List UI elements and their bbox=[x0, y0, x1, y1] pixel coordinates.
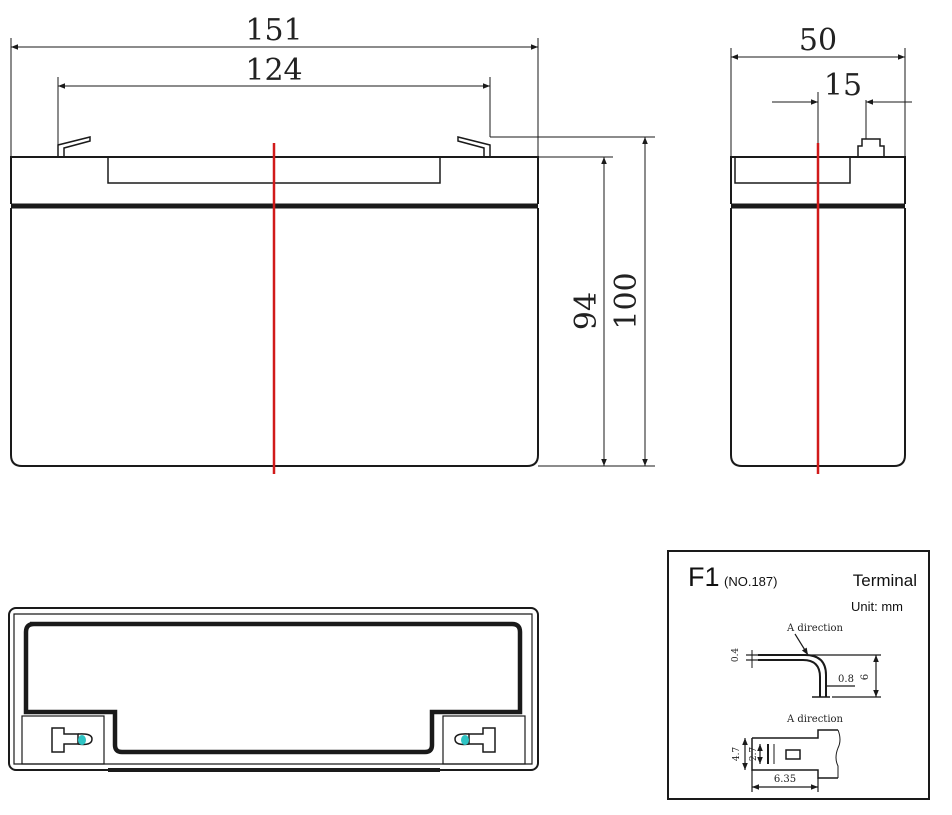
side-lid-step bbox=[734, 157, 851, 184]
front-dimensions bbox=[10, 38, 655, 467]
top-inner-outline bbox=[13, 613, 533, 765]
terminal-code: F1 bbox=[688, 562, 720, 592]
top-terminal-left-frame bbox=[21, 715, 105, 765]
top-terminal-right-frame bbox=[442, 715, 526, 765]
terminal-title: Terminal bbox=[853, 571, 917, 590]
top-lid-recess bbox=[23, 621, 523, 755]
top-terminal-right-marker bbox=[461, 735, 469, 745]
label-tab-width: 6.35 bbox=[774, 774, 796, 785]
top-terminal-left-marker bbox=[78, 735, 86, 745]
terminal-hole bbox=[785, 749, 801, 760]
label-hole-width: 2.7 bbox=[749, 747, 759, 762]
terminal-side-profile bbox=[746, 633, 881, 698]
dim-label-15: 15 bbox=[824, 68, 862, 103]
label-thickness: 0.4 bbox=[731, 648, 741, 663]
top-terminal-right-tab bbox=[468, 727, 496, 753]
label-direction-top: A direction bbox=[786, 623, 844, 634]
label-bend-offset: 0.8 bbox=[838, 674, 854, 685]
top-terminal-left-tab bbox=[51, 727, 79, 753]
front-terminal-right bbox=[457, 136, 491, 157]
dim-label-94: 94 bbox=[569, 292, 604, 330]
terminal-unit: Unit: mm bbox=[851, 599, 903, 614]
label-direction-bottom: A direction bbox=[786, 714, 844, 725]
dim-label-100: 100 bbox=[609, 272, 644, 329]
terminal-box-frame bbox=[667, 550, 930, 800]
top-view bbox=[8, 607, 539, 772]
dim-label-124: 124 bbox=[245, 53, 302, 88]
label-tab-height: 4.7 bbox=[732, 747, 742, 762]
front-terminal-left bbox=[57, 136, 91, 157]
side-terminal bbox=[857, 138, 885, 157]
terminal-detail-box: F1 (NO.187) Terminal Unit: mm A directio… bbox=[667, 550, 930, 800]
terminal-code-note: (NO.187) bbox=[724, 574, 777, 589]
terminal-top-profile bbox=[742, 729, 841, 792]
dim-label-50: 50 bbox=[799, 23, 837, 58]
side-dimensions bbox=[730, 48, 912, 157]
dim-label-151: 151 bbox=[245, 13, 302, 48]
label-height: 6 bbox=[860, 674, 871, 680]
top-outer-outline bbox=[8, 607, 539, 771]
